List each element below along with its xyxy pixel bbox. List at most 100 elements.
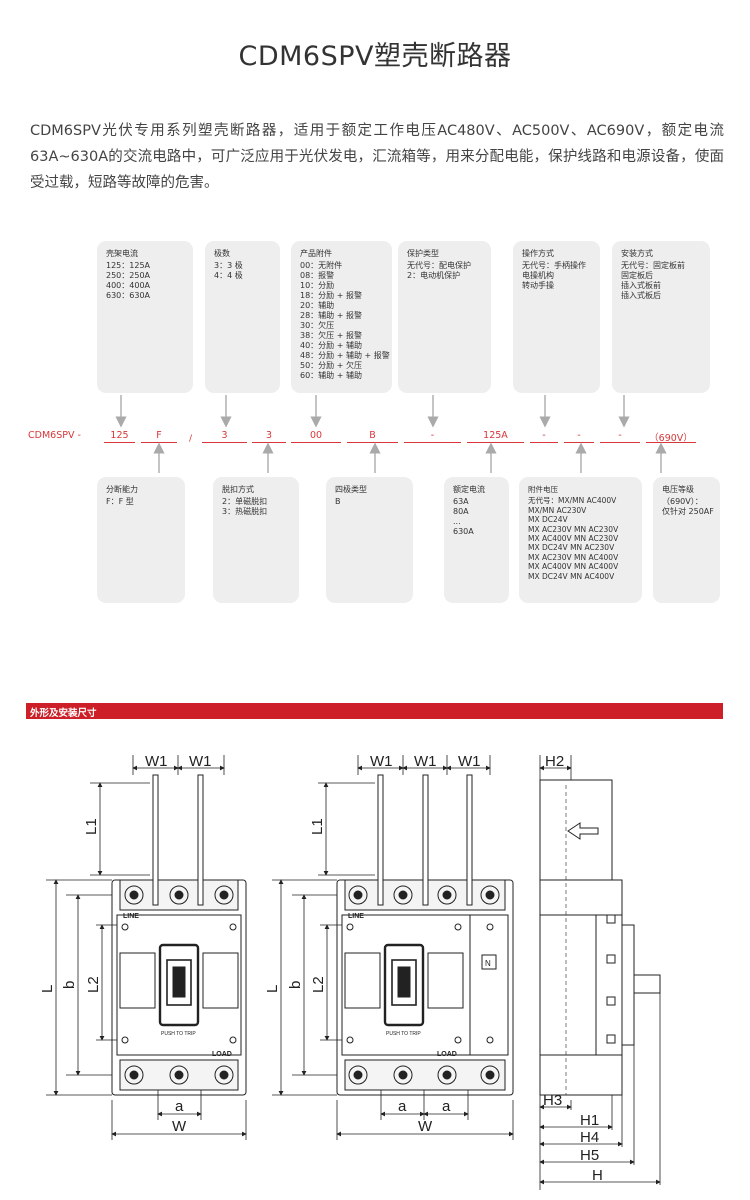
box-line: MX DC24V MN AC230V	[528, 543, 615, 553]
intro-paragraph: CDM6SPV光伏专用系列塑壳断路器，适用于额定工作电压AC480V、AC500…	[30, 123, 724, 191]
dim-w1: W1	[145, 753, 168, 770]
dim-w: W	[418, 1118, 433, 1135]
code-segment: 3	[202, 430, 247, 443]
box-title: 产品附件	[300, 249, 332, 258]
box-line: 4：4 极	[214, 271, 243, 280]
box-title: 保护类型	[407, 249, 439, 258]
bottom-terminals	[119, 1059, 239, 1091]
dim-w1: W1	[414, 753, 437, 770]
top-terminals	[119, 879, 239, 911]
code-segment: -	[404, 430, 461, 443]
dim-h5: H5	[580, 1147, 599, 1164]
box-line: 插入式板前	[621, 281, 661, 290]
box-title: 极数	[214, 249, 230, 258]
box-line: B	[335, 497, 341, 506]
box-accessories: 产品附件 00：无附件 08：报警 10：分励 18：分励 + 报警 20：辅助…	[291, 241, 392, 393]
box-line: 无代号：配电保护	[407, 261, 471, 270]
box-line: 无代号：手柄操作	[522, 261, 586, 270]
box-line: 60：辅助 + 辅助	[300, 371, 362, 380]
dim-a: a	[175, 1098, 184, 1115]
box-line: MX AC400V MN AC400V	[528, 562, 619, 572]
box-accessory-voltage: 附件电压 无代号：MX/MN AC400V MX/MN AC230V MX DC…	[519, 477, 642, 603]
box-title: 四极类型	[335, 485, 367, 494]
code-segment: -	[600, 430, 640, 443]
box-title: 电压等级	[662, 485, 694, 494]
dim-l2: L2	[310, 976, 327, 993]
dimension-drawings: LINE LOAD PUSH TO TRIP W1 W1 L1 L b L2 a…	[39, 753, 661, 1190]
box-installation: 安装方式 无代号：固定板前 固定板后 插入式板前 插入式板后	[612, 241, 710, 393]
code-separator: /	[189, 434, 193, 444]
box-title: 额定电流	[453, 485, 485, 494]
box-line: ...	[453, 517, 461, 526]
neutral-label: N	[485, 959, 491, 968]
front-view-3-pole	[111, 774, 247, 1096]
dim-b: b	[61, 981, 78, 989]
box-line: 38：欠压 + 报警	[300, 331, 362, 340]
box-line: 125：125A	[106, 261, 151, 270]
box-line: 转动手操	[522, 281, 554, 290]
dim-l1: L1	[309, 818, 326, 835]
test-label: PUSH TO TRIP	[161, 1031, 196, 1037]
box-line: 无代号：MX/MN AC400V	[528, 496, 617, 506]
box-breaking-capacity: 分断能力 F：F 型	[97, 477, 185, 603]
box-line: 3：3 极	[214, 261, 243, 270]
dim-w1: W1	[370, 753, 393, 770]
box-line: MX DC24V	[528, 515, 568, 525]
box-protection: 保护类型 无代号：配电保护 2：电动机保护	[398, 241, 491, 393]
box-line: 30：欠压	[300, 321, 335, 330]
box-title: 安装方式	[621, 249, 653, 258]
box-four-pole-type: 四极类型 B	[326, 477, 413, 603]
dim-l2: L2	[85, 976, 102, 993]
box-line: MX AC400V MN AC230V	[528, 534, 619, 544]
box-frame-current: 壳架电流 125：125A 250：250A 400：400A 630：630A	[97, 241, 193, 393]
box-line: F：F 型	[106, 497, 134, 506]
box-line: 3：热磁脱扣	[222, 507, 268, 516]
box-line: 仅针对 250AF	[662, 507, 714, 516]
dim-w: W	[172, 1118, 187, 1135]
box-title: 附件电压	[528, 485, 558, 494]
box-rated-current: 额定电流 63A 80A ... 630A	[444, 477, 509, 603]
box-line: 80A	[453, 507, 469, 516]
dim-h1: H1	[580, 1112, 599, 1129]
box-line: 40：分励 + 辅助	[300, 341, 362, 350]
box-line: 50：分励 + 欠压	[300, 361, 362, 370]
section-title: 外形及安装尺寸	[30, 708, 97, 719]
dim-b: b	[287, 981, 304, 989]
box-line: 10：分励	[300, 281, 335, 290]
box-line: 630A	[453, 527, 474, 536]
box-line: 48：分励 + 辅助 + 报警	[300, 351, 390, 360]
model-code-prefix: CDM6SPV -	[28, 430, 81, 441]
box-line: 400：400A	[106, 281, 151, 290]
section-header-bar: 外形及安装尺寸	[26, 703, 723, 719]
box-line: 无代号：固定板前	[621, 261, 685, 270]
box-line: 2：电动机保护	[407, 271, 461, 280]
box-line: 插入式板后	[621, 291, 661, 300]
box-title: 脱扣方式	[222, 485, 254, 494]
box-line: （690V）：	[662, 497, 703, 506]
box-title: 操作方式	[522, 249, 554, 258]
box-line: 固定板后	[621, 271, 653, 280]
code-segment: -	[530, 430, 558, 443]
box-line: 250：250A	[106, 271, 151, 280]
dim-l1: L1	[83, 818, 100, 835]
code-segment: （690V）	[646, 430, 696, 444]
box-title: 分断能力	[106, 485, 138, 494]
bottom-terminals	[344, 1059, 506, 1091]
line-label: LINE	[123, 913, 139, 920]
box-line: MX DC24V MN AC400V	[528, 571, 615, 581]
box-line: 电操机构	[522, 271, 554, 280]
box-title: 壳架电流	[106, 249, 138, 258]
code-segment: 00	[291, 430, 341, 443]
box-line: 630：630A	[106, 291, 151, 300]
box-voltage-level: 电压等级 （690V）： 仅针对 250AF	[653, 477, 720, 603]
box-line: MX AC230V MN AC230V	[528, 524, 619, 534]
box-line: 2：单磁脱扣	[222, 497, 268, 506]
box-line: MX AC230V MN AC400V	[528, 552, 619, 562]
box-line: 28：辅助 + 报警	[300, 311, 362, 320]
dim-l: L	[264, 985, 281, 993]
dim-w1: W1	[189, 753, 212, 770]
dim-a: a	[398, 1098, 407, 1115]
front-view-4-pole	[336, 774, 514, 1096]
code-segment: 125	[104, 430, 135, 443]
dim-h3: H3	[543, 1092, 562, 1109]
